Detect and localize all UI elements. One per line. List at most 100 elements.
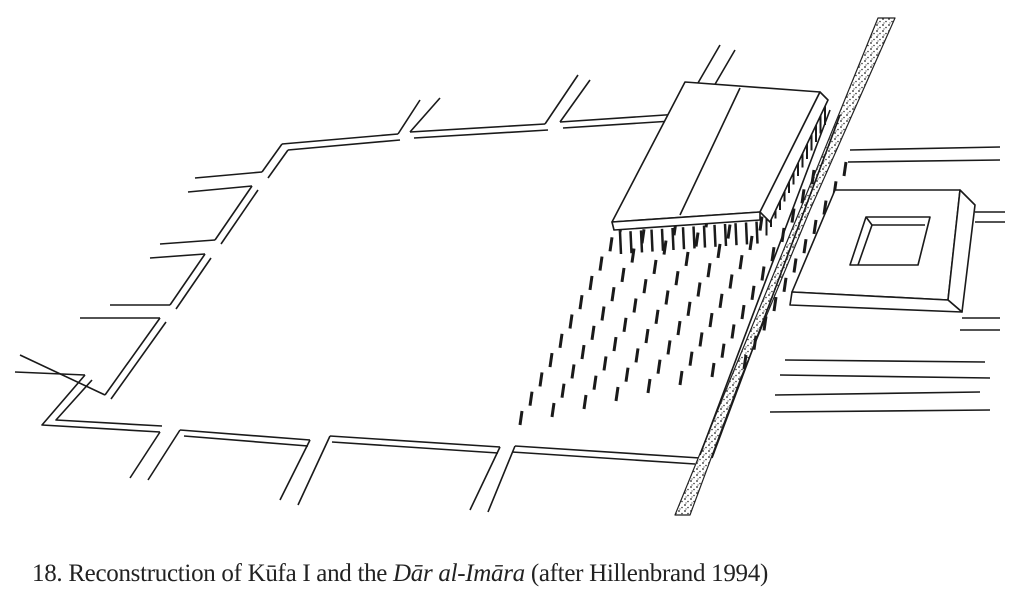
- column: [602, 356, 608, 371]
- column: [560, 383, 566, 398]
- column: [802, 238, 808, 254]
- column: [590, 325, 596, 341]
- sanctuary-column: [692, 226, 696, 249]
- column: [716, 243, 722, 259]
- column: [634, 348, 640, 363]
- column: [608, 237, 614, 252]
- sanctuary-column: [702, 225, 707, 248]
- sanctuary-column: [734, 223, 738, 246]
- column: [548, 352, 554, 368]
- sanctuary-column: [629, 231, 633, 254]
- sanctuary-column: [660, 228, 665, 251]
- sanctuary-column: [681, 227, 686, 250]
- sanctuary-column: [639, 230, 644, 253]
- column: [770, 246, 776, 262]
- column: [630, 248, 636, 263]
- column: [730, 324, 736, 339]
- column: [718, 293, 724, 309]
- column: [578, 294, 584, 310]
- sanctuary-column: [671, 227, 675, 251]
- figure-caption: 18. Reconstruction of Kūfa I and the Dār…: [32, 560, 768, 588]
- column: [710, 362, 716, 378]
- column: [688, 351, 694, 366]
- column: [550, 402, 556, 418]
- column: [620, 267, 626, 283]
- sanctuary-column: [618, 231, 623, 255]
- column: [674, 270, 680, 286]
- column: [678, 370, 684, 386]
- enclosure-walls: [41, 113, 701, 465]
- caption-attribution: (after Hillenbrand 1994): [524, 560, 768, 587]
- sanctuary-column: [650, 229, 654, 252]
- column: [598, 256, 604, 271]
- column: [720, 343, 726, 358]
- column: [758, 216, 764, 231]
- column: [664, 290, 670, 305]
- column: [528, 391, 534, 406]
- streets: [14, 44, 736, 513]
- kufa-reconstruction-drawing: [14, 17, 1005, 516]
- stippled-wall-band: [674, 17, 896, 516]
- column: [810, 169, 816, 185]
- column: [728, 274, 734, 289]
- column: [654, 309, 660, 325]
- column: [570, 364, 576, 379]
- column: [632, 298, 638, 313]
- column: [694, 232, 700, 247]
- caption-italic-term: Dār al-Imāra: [393, 560, 525, 587]
- column: [588, 275, 594, 291]
- sanctuary-column: [755, 221, 759, 244]
- column: [742, 354, 748, 370]
- sanctuary-column: [723, 223, 728, 247]
- column: [790, 208, 796, 223]
- dar-al-imara: [769, 146, 1005, 413]
- column: [558, 333, 564, 349]
- column: [580, 344, 586, 360]
- column: [708, 312, 714, 328]
- column: [812, 219, 818, 235]
- caption-text: Reconstruction of Kūfa I and the: [68, 560, 394, 587]
- column: [666, 340, 672, 355]
- column: [646, 378, 652, 394]
- figure-number: 18.: [32, 560, 63, 587]
- column: [740, 304, 746, 320]
- column: [614, 386, 620, 402]
- column: [772, 296, 778, 312]
- column: [748, 235, 754, 251]
- column: [726, 224, 732, 239]
- column: [568, 314, 574, 329]
- column: [738, 254, 744, 270]
- sanctuary-column: [713, 224, 717, 247]
- column: [642, 278, 648, 294]
- column: [686, 301, 692, 317]
- column: [696, 282, 702, 297]
- column: [656, 359, 662, 374]
- column: [676, 320, 682, 336]
- column: [782, 277, 788, 293]
- column: [662, 240, 668, 255]
- column: [652, 259, 658, 275]
- column: [822, 200, 828, 215]
- column: [518, 410, 524, 426]
- column: [684, 251, 690, 267]
- column: [624, 367, 630, 382]
- column: [698, 332, 704, 347]
- sanctuary-roof: [611, 81, 829, 231]
- column: [592, 375, 598, 390]
- column: [842, 161, 848, 177]
- column: [800, 189, 806, 204]
- column: [582, 394, 588, 410]
- column: [538, 372, 544, 387]
- column: [644, 328, 650, 344]
- column: [762, 316, 768, 331]
- column: [706, 262, 712, 278]
- column: [612, 336, 618, 352]
- sanctuary-column: [744, 222, 749, 245]
- column: [622, 317, 628, 333]
- column: [792, 258, 798, 273]
- column: [750, 285, 756, 301]
- column: [610, 286, 616, 302]
- mosque-east-wall: [699, 109, 841, 459]
- column: [760, 266, 766, 281]
- column: [600, 306, 606, 321]
